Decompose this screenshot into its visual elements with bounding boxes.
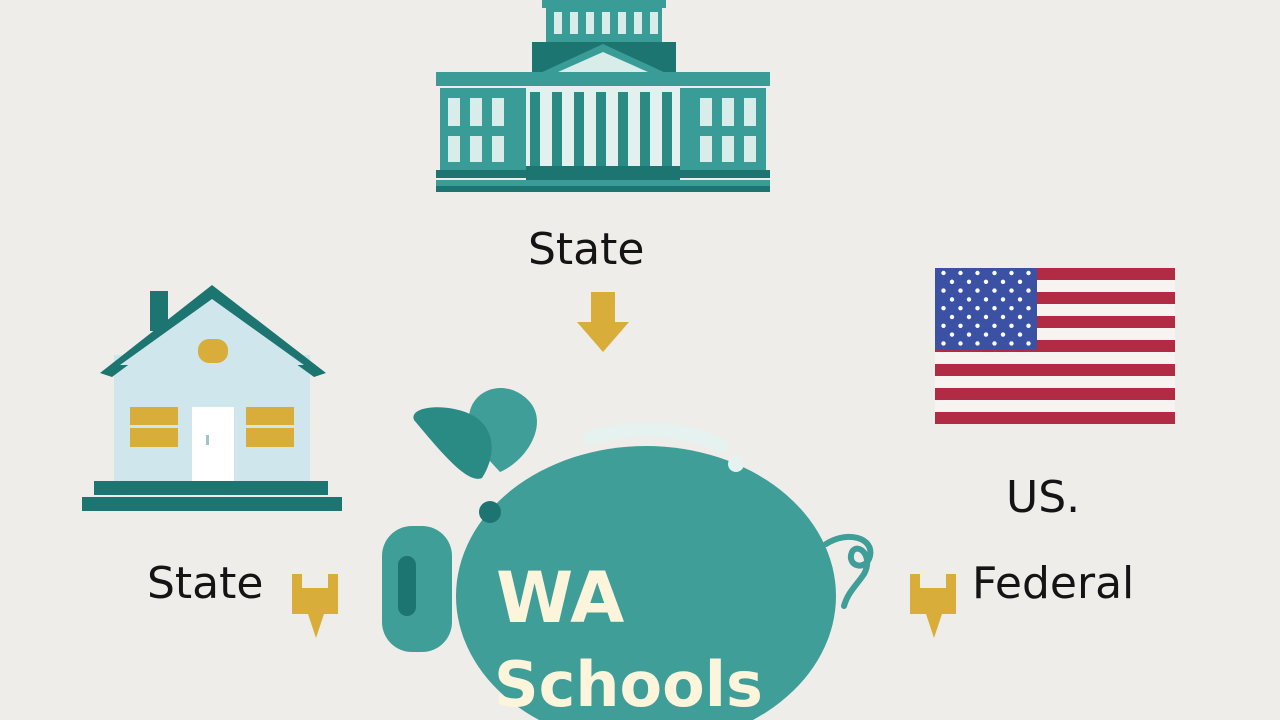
federal-label: Federal: [972, 558, 1135, 609]
arrow-down-icon: [577, 292, 629, 352]
state-top-label: State: [528, 224, 645, 275]
state-left-label: State: [147, 558, 264, 609]
house-icon: [82, 285, 342, 511]
us-label: US.: [1006, 472, 1081, 523]
capitol-building-icon: [436, 0, 770, 192]
us-flag-icon: [935, 268, 1175, 424]
piggy-bank-subtitle: Schools: [494, 648, 763, 720]
piggy-bank-icon: WA Schools: [382, 387, 874, 720]
arrow-down-icon: [910, 574, 956, 638]
piggy-bank-title: WA: [496, 557, 624, 639]
arrow-down-icon: [292, 574, 338, 638]
